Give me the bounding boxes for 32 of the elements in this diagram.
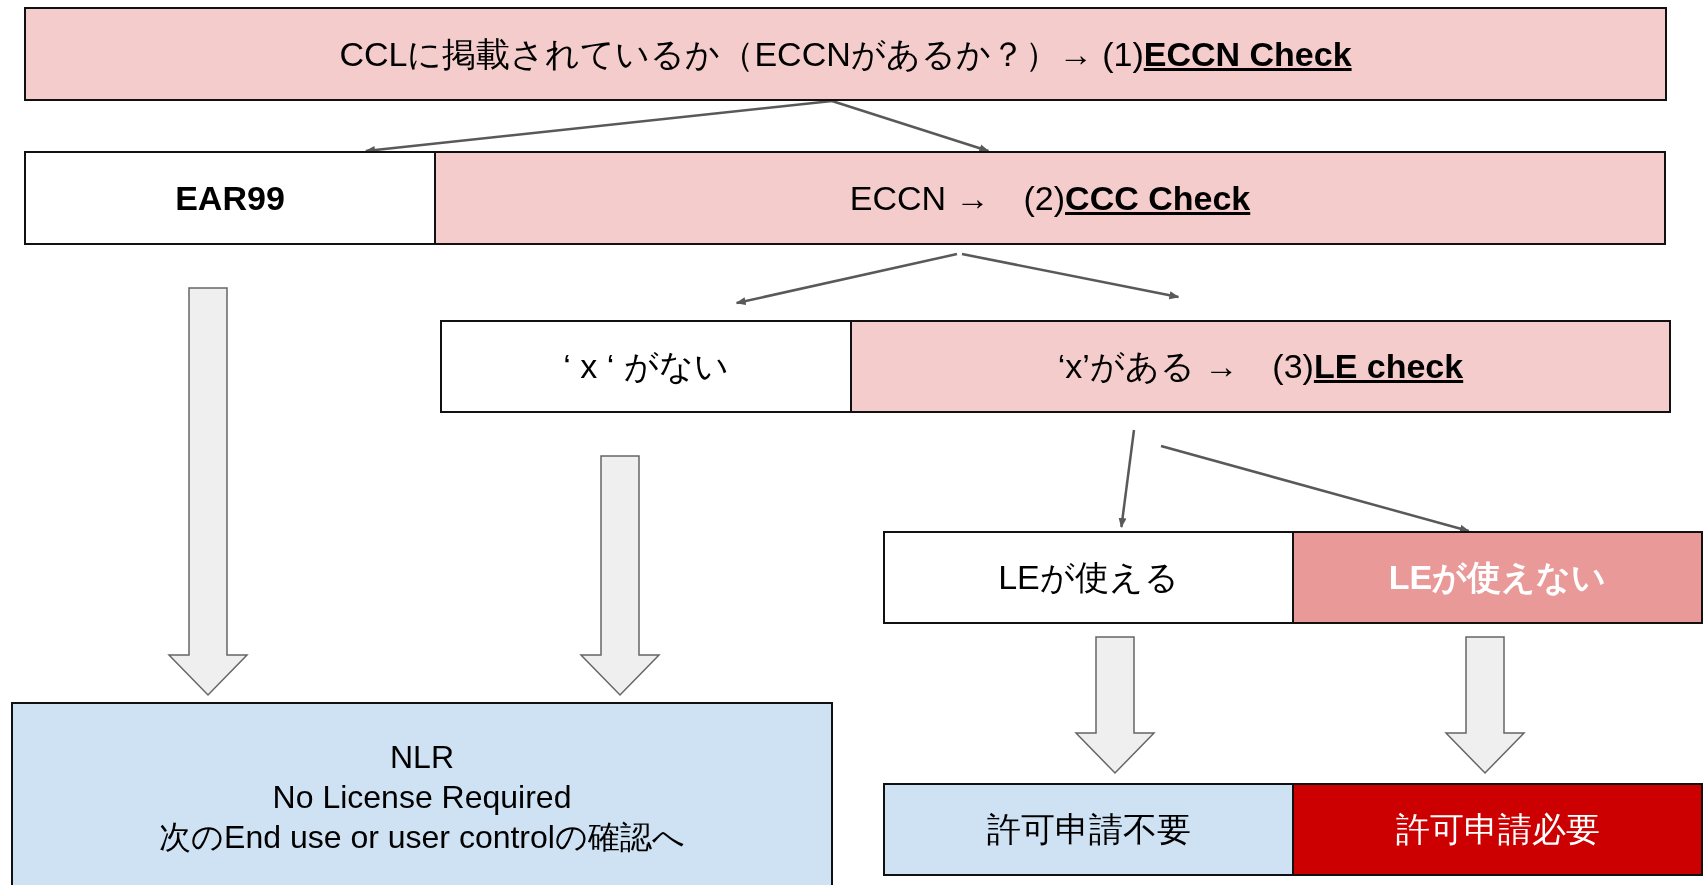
- box-text: 許可申請必要: [1395, 809, 1600, 851]
- process-box: [1292, 783, 1703, 876]
- box-text: EAR99: [175, 177, 285, 219]
- box-text: 次のEnd use or user controlの確認へ: [159, 818, 685, 857]
- process-box: [883, 531, 1294, 624]
- arrow: [1160, 444, 1470, 533]
- process-box: [434, 151, 1666, 245]
- process-box: [11, 702, 833, 885]
- block-arrow: [579, 455, 661, 697]
- box-text: ‘x’がある → (3)LE check: [1057, 346, 1464, 388]
- process-box: [883, 783, 1294, 876]
- box-text: CCLに掲載されているか（ECCNがあるか？）→ (1)ECCN Check: [339, 33, 1352, 75]
- box-text: NLR: [390, 738, 454, 777]
- process-box: [850, 320, 1671, 413]
- box-text: No License Required: [272, 778, 572, 817]
- block-arrow: [167, 287, 249, 697]
- box-text: ECCN → (2)CCC Check: [849, 177, 1251, 219]
- block-arrow: [1444, 636, 1526, 775]
- process-box: [24, 7, 1667, 101]
- box-text: LEが使える: [998, 557, 1179, 599]
- arrow: [1118, 429, 1136, 528]
- arrow: [735, 252, 958, 305]
- box-text: LEが使えない: [1388, 557, 1607, 599]
- box-text: ‘ x ‘ がない: [563, 346, 729, 388]
- arrow: [831, 99, 990, 153]
- process-box: [24, 151, 436, 245]
- process-box: [1292, 531, 1703, 624]
- box-text: 許可申請不要: [986, 809, 1191, 851]
- arrow: [364, 99, 833, 154]
- process-box: [440, 320, 852, 413]
- block-arrow: [1074, 636, 1156, 775]
- arrow: [961, 252, 1180, 300]
